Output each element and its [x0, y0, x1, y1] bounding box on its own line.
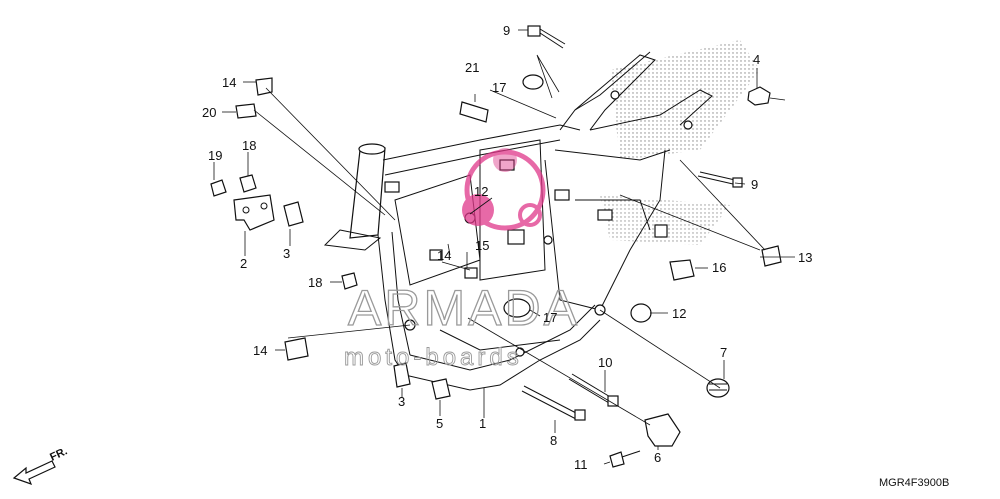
- clamp-17-lower: [503, 298, 531, 318]
- watermark: ARMADA moto-boards: [344, 279, 580, 371]
- spacer-3-top: [283, 201, 304, 227]
- clip-14-lower: [284, 337, 309, 361]
- leader-lines: [213, 29, 795, 465]
- cover-6: [644, 413, 681, 447]
- spacer-3-lower: [393, 362, 411, 388]
- callout-13: 13: [798, 250, 812, 265]
- callout-11: 11: [574, 457, 588, 472]
- front-direction-arrow: FR.: [12, 445, 69, 486]
- callout-15: 15: [475, 238, 489, 253]
- clip-14-top: [255, 77, 273, 96]
- bolt-8: [521, 385, 586, 421]
- nut-4: [747, 86, 771, 106]
- bracket-2: [233, 194, 275, 231]
- callout-14-top: 14: [222, 75, 236, 90]
- callout-labels: 9 21 17 4 14 20 19 18 12 9 3 2 15 14 13 …: [202, 23, 812, 472]
- callout-20: 20: [202, 105, 216, 120]
- grommet-12-right: [630, 303, 652, 323]
- nut-18-top: [239, 174, 257, 193]
- front-direction-label: FR.: [48, 445, 69, 463]
- callout-9-top: 9: [503, 23, 510, 38]
- callout-18-lower: 18: [308, 275, 322, 290]
- callout-1: 1: [479, 416, 486, 431]
- callout-14-mid: 14: [437, 248, 451, 263]
- callout-2: 2: [240, 256, 247, 271]
- callout-12-left: 12: [474, 184, 488, 199]
- clip-20: [235, 103, 257, 119]
- clamp-17-top: [522, 74, 544, 90]
- callout-6: 6: [654, 450, 661, 465]
- watermark-sub: moto-boards: [344, 344, 523, 371]
- callout-3-lower: 3: [398, 394, 405, 409]
- loose-parts: [210, 25, 782, 468]
- clip-13: [761, 245, 782, 267]
- callout-8: 8: [550, 433, 557, 448]
- callout-17-lower: 17: [543, 310, 557, 325]
- bolt-10: [568, 373, 619, 407]
- rubber-5: [431, 378, 451, 400]
- callout-12-right: 12: [672, 306, 686, 321]
- callout-14-lower: 14: [253, 343, 267, 358]
- bolt-11: [609, 450, 641, 468]
- nut-18-lower: [341, 272, 358, 290]
- callout-5: 5: [436, 416, 443, 431]
- armada-logo: [462, 148, 546, 231]
- diagram-code: MGR4F3900B: [879, 477, 949, 489]
- callout-17-top: 17: [492, 80, 506, 95]
- callout-19: 19: [208, 148, 222, 163]
- clamp-16: [669, 259, 695, 281]
- bolt-19: [210, 179, 227, 197]
- callout-16: 16: [712, 260, 726, 275]
- callout-21: 21: [465, 60, 479, 75]
- bolt-9-top: [527, 25, 566, 49]
- collar-21: [459, 101, 489, 123]
- callout-18-top: 18: [242, 138, 256, 153]
- callout-7: 7: [720, 345, 727, 360]
- watermark-main: ARMADA: [348, 280, 580, 336]
- bolt-9-right: [697, 171, 743, 188]
- callout-4: 4: [753, 52, 760, 67]
- callout-10: 10: [598, 355, 612, 370]
- callout-9-right: 9: [751, 177, 758, 192]
- callout-3-top: 3: [283, 246, 290, 261]
- shading: [600, 40, 760, 245]
